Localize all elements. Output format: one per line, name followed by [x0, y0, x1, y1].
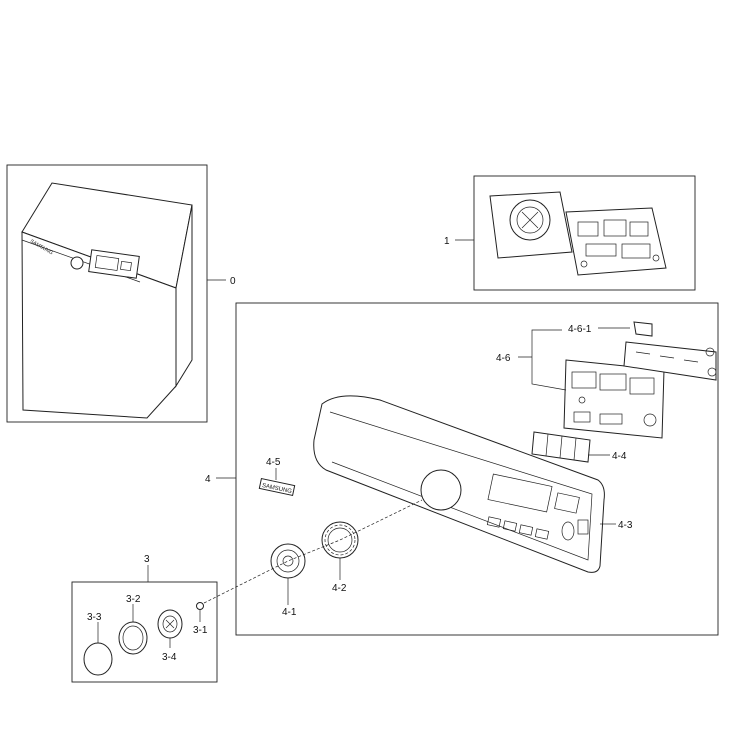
- knob-body: [157, 609, 183, 639]
- knob: [270, 543, 306, 579]
- pcb-bracket: [623, 321, 717, 381]
- display-pcb: [563, 359, 665, 439]
- label-1: 1: [444, 236, 450, 247]
- button-set: [531, 431, 591, 463]
- label-4-3: 4-3: [618, 520, 633, 531]
- label-3: 3: [144, 554, 150, 565]
- label-0: 0: [230, 276, 236, 287]
- label-4-4: 4-4: [612, 451, 627, 462]
- explode-axis: [203, 499, 423, 604]
- control-panel: [313, 395, 605, 573]
- label-4-2: 4-2: [332, 583, 347, 594]
- frame-assembly-0: SAMSUNG 0: [6, 164, 236, 423]
- frame-assembly-1: 1: [444, 175, 696, 291]
- frame-assembly-4: SAMSUNG 4 4-5 4-1 4-2 4-3 4-4 4-6: [203, 302, 719, 636]
- frame-assembly-3: 3 3-3 3-2 3-4 3-1: [71, 554, 218, 683]
- brand-badge: SAMSUNG: [258, 477, 296, 497]
- knob-cap: [83, 642, 113, 676]
- label-3-2: 3-2: [126, 594, 141, 605]
- label-3-1: 3-1: [193, 625, 208, 636]
- knob-ring: [321, 521, 359, 559]
- label-3-4: 3-4: [162, 652, 177, 663]
- label-4-6-1: 4-6-1: [568, 324, 592, 335]
- label-4-1: 4-1: [282, 607, 297, 618]
- knob-trim-ring: [118, 621, 148, 655]
- label-4-6: 4-6: [496, 353, 511, 364]
- label-3-3: 3-3: [87, 612, 102, 623]
- control-pcb-assembly: [489, 191, 667, 276]
- washer-cabinet: SAMSUNG: [21, 182, 193, 419]
- knob-spring: [196, 602, 204, 610]
- label-4-5: 4-5: [266, 457, 281, 468]
- label-4: 4: [205, 474, 211, 485]
